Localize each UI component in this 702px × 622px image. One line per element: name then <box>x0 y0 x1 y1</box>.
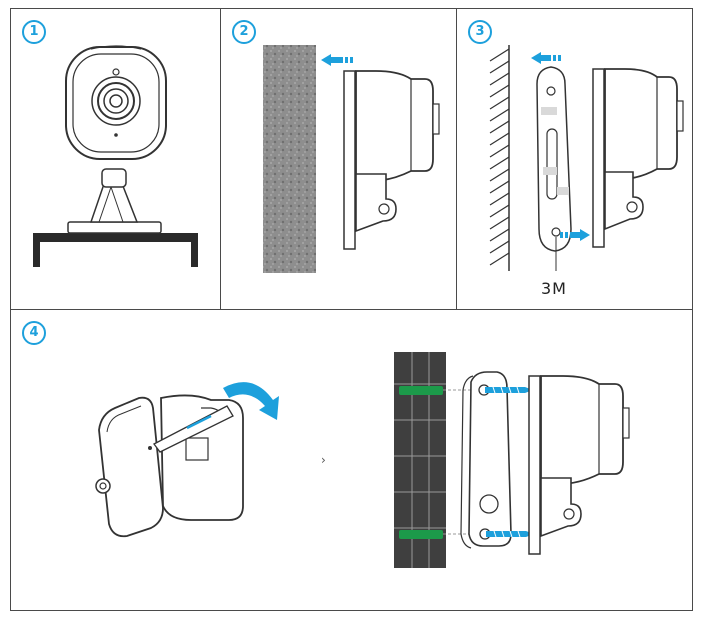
step-4-badge: 4 <box>22 321 46 345</box>
mount-plate <box>343 70 356 250</box>
wall-hatch <box>489 48 510 266</box>
camera-joint <box>101 168 127 188</box>
screw-top <box>485 386 533 394</box>
adhesive-label: 3M <box>541 279 567 298</box>
mount-plate-angled <box>98 396 164 538</box>
step-3-badge: 3 <box>468 20 492 44</box>
camera-on-shelf-illustration <box>33 45 198 267</box>
camera-body-side <box>604 68 678 180</box>
screwdriver <box>153 405 234 453</box>
wall-anchor-top <box>399 386 443 395</box>
step-1-panel: 1 <box>10 8 221 310</box>
adhesive-watermark <box>541 107 569 195</box>
adhesive-mount-illustration <box>489 45 684 271</box>
camera-lens-center <box>109 94 123 108</box>
camera-stand-side <box>355 173 397 233</box>
mount-plate <box>592 68 605 248</box>
screwdriver-highlight <box>186 414 212 430</box>
wall-anchor-bottom <box>399 530 443 539</box>
screw-mount-illustration <box>95 352 630 568</box>
camera-stand-side <box>540 477 582 538</box>
step-1-badge: 1 <box>22 20 46 44</box>
concrete-wall <box>263 45 316 273</box>
step-2-panel: 2 <box>220 8 457 310</box>
shelf-leg-left <box>33 239 40 267</box>
mount-plate-front <box>468 371 512 547</box>
camera-back-plate <box>528 375 541 555</box>
camera-stand-side <box>604 171 644 231</box>
step-4-panel: 4 <box>10 309 693 611</box>
step-3-panel: 3 <box>456 8 693 310</box>
camera-base <box>67 221 162 234</box>
camera-body-side <box>355 70 434 182</box>
rotate-camera-illustration <box>95 382 279 538</box>
step-2-badge: 2 <box>232 20 256 44</box>
camera-body-side <box>540 375 624 485</box>
shelf-top <box>33 233 198 242</box>
rotate-arrow <box>223 382 279 420</box>
camera-to-concrete-wall-illustration <box>263 45 440 273</box>
step-separator: › <box>321 453 326 467</box>
screw-bottom <box>486 530 534 538</box>
peel-arrow-right <box>560 229 590 241</box>
push-arrow-left <box>531 52 561 64</box>
camera-lens-outer <box>91 76 141 126</box>
shelf-leg-right <box>191 239 198 267</box>
push-arrow-left <box>321 54 353 66</box>
